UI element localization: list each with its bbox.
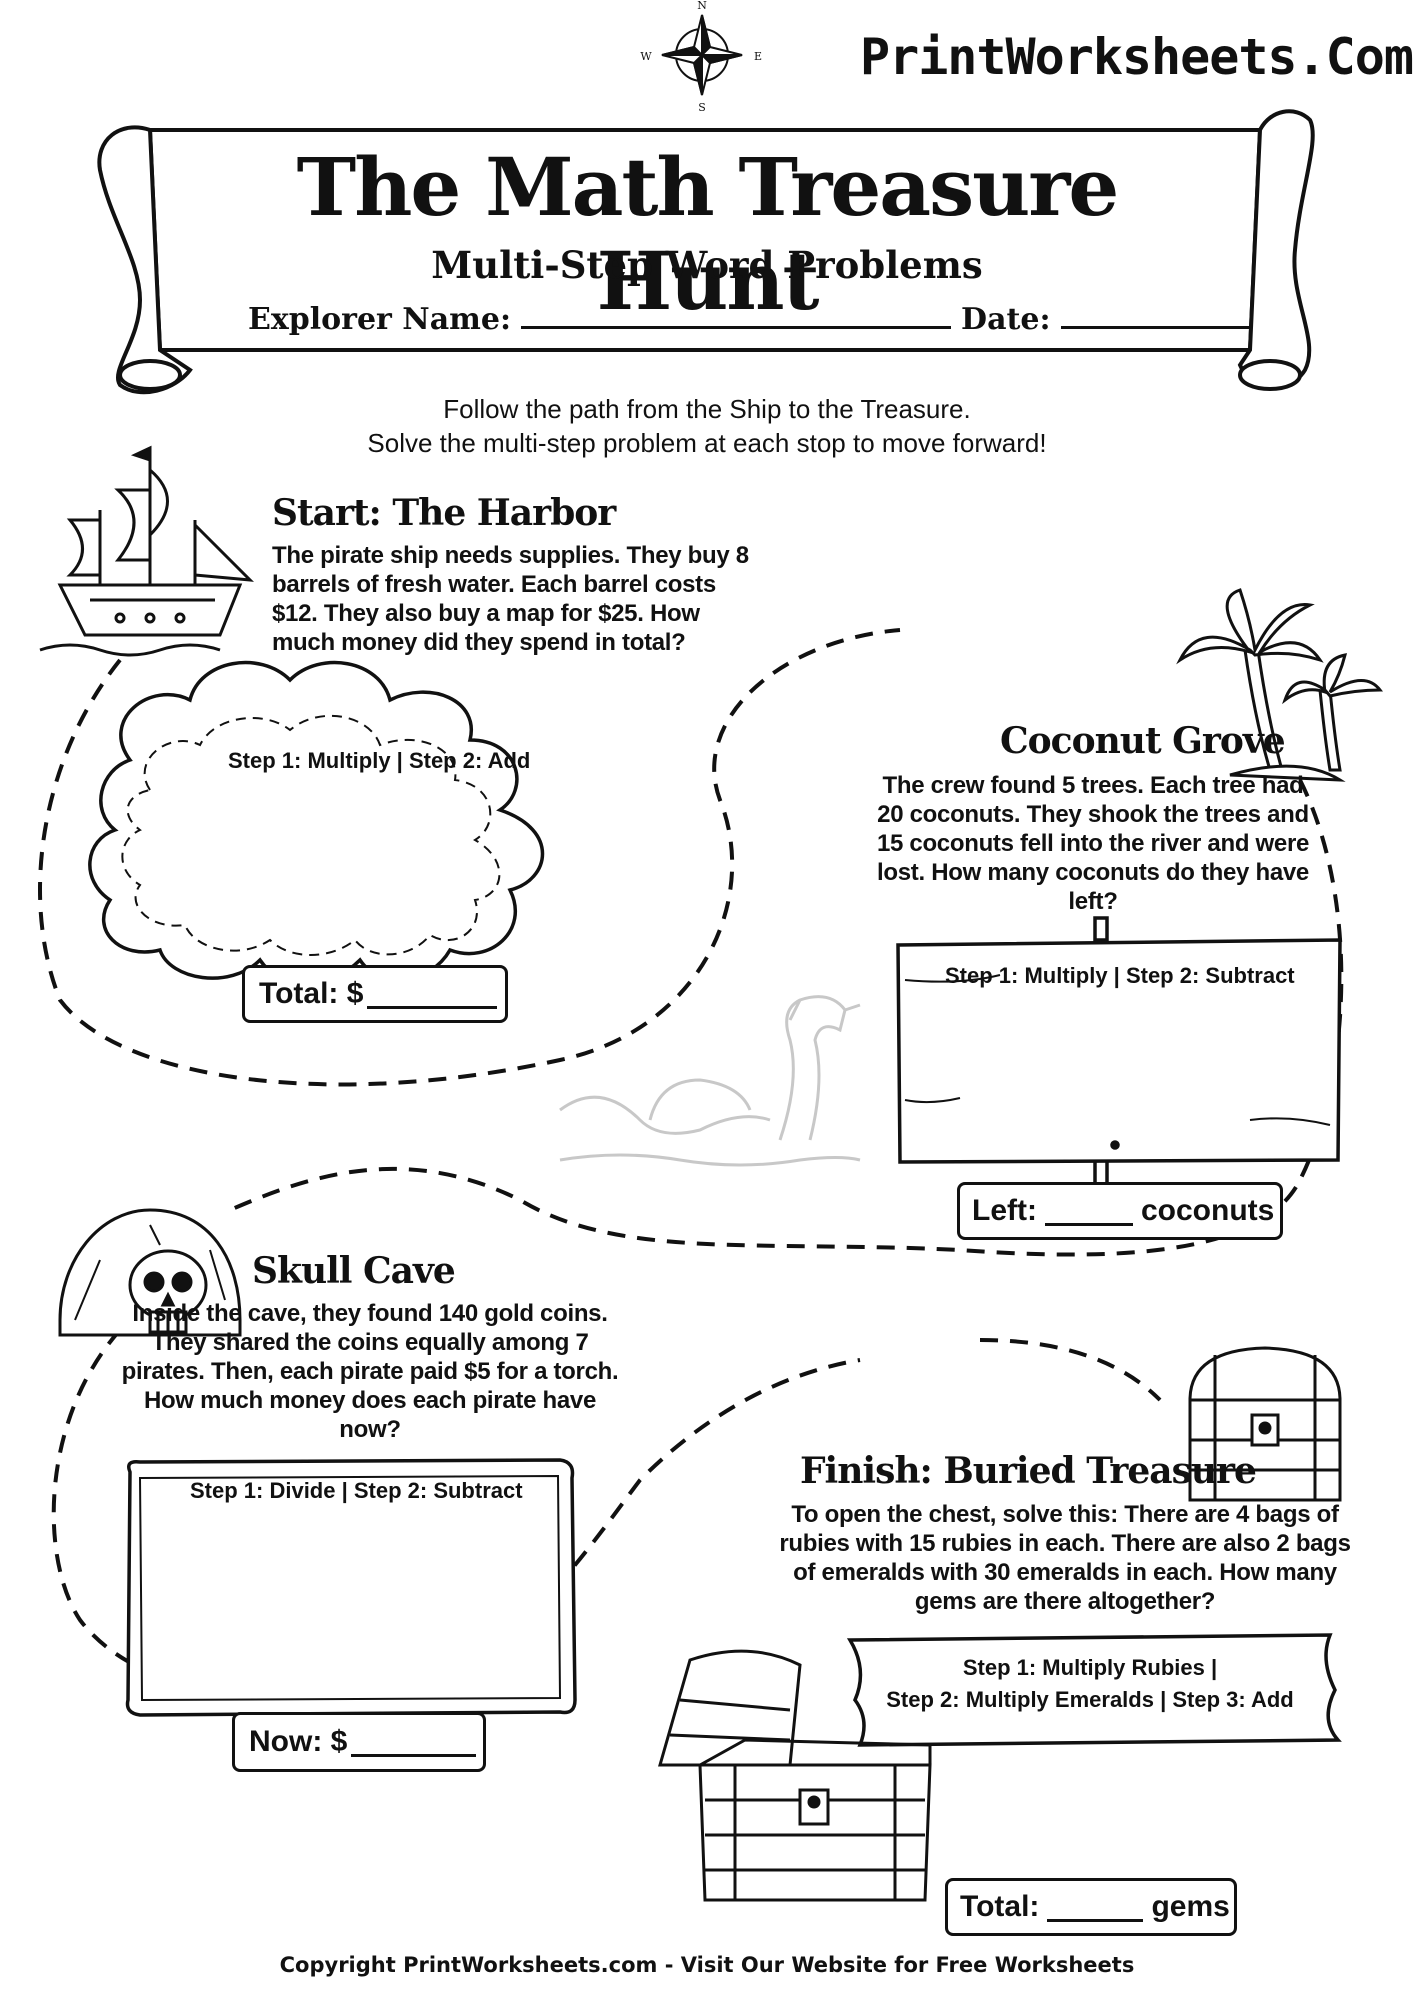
open-chest-icon — [658, 1649, 932, 1902]
steps-harbor: Step 1: Multiply | Step 2: Add — [228, 748, 531, 773]
date-label: Date: — [961, 302, 1051, 337]
answer-label-harbor: Total: $ — [259, 977, 364, 1010]
stop-heading-skull-cave: Skull Cave — [252, 1250, 456, 1292]
stone-frame — [125, 1458, 577, 1717]
steps-coconut-grove: Step 1: Multiply | Step 2: Subtract — [945, 963, 1295, 988]
answer-label-buried-treasure: Total: — [960, 1890, 1040, 1923]
closed-chest-icon — [1188, 1346, 1342, 1502]
svg-text:N: N — [697, 0, 707, 12]
answer-label-coconut-grove: Left: — [972, 1194, 1037, 1227]
scroll-banner — [97, 109, 1315, 395]
answer-unit-coconut-grove: coconuts — [1140, 1194, 1275, 1227]
brand-logo: PrintWorksheets.Com — [860, 28, 1414, 86]
stop-heading-coconut-grove: Coconut Grove — [1000, 720, 1286, 762]
svg-text:E: E — [754, 50, 762, 63]
page-subtitle: Multi-Step Word Problems — [431, 243, 983, 287]
explorer-name-label: Explorer Name: — [248, 302, 512, 337]
steps-skull-cave: Step 1: Divide | Step 2: Subtract — [190, 1478, 523, 1503]
pirate-ship-icon — [39, 445, 254, 657]
problem-coconut-grove: The crew found 5 trees. Each tree had 20… — [876, 772, 1310, 915]
steps-buried-treasure-1: Step 1: Multiply Rubies | — [962, 1655, 1218, 1680]
answer-label-skull-cave: Now: $ — [249, 1725, 348, 1758]
svg-text:S: S — [698, 101, 706, 114]
answer-box-coconut-grove[interactable]: Left: coconuts — [957, 1182, 1283, 1240]
problem-buried-treasure: To open the chest, solve this: There are… — [779, 1501, 1351, 1615]
instructions: Follow the path from the Ship to the Tre… — [180, 392, 1234, 460]
date-field[interactable] — [1060, 300, 1251, 329]
skull-cave-icon — [58, 1208, 242, 1337]
signboard-frame — [896, 916, 1342, 1192]
answer-line-buried-treasure[interactable] — [1047, 1893, 1144, 1922]
explorer-name-field[interactable] — [521, 300, 952, 329]
svg-text:W: W — [640, 50, 652, 63]
instructions-line-1: Follow the path from the Ship to the Tre… — [443, 394, 971, 424]
steps-buried-treasure-2: Step 2: Multiply Emeralds | Step 3: Add — [886, 1687, 1294, 1712]
stop-heading-buried-treasure: Finish: Buried Treasure — [800, 1450, 1257, 1492]
instructions-line-2: Solve the multi-step problem at each sto… — [367, 428, 1047, 458]
answer-box-buried-treasure[interactable]: Total: gems — [945, 1878, 1237, 1936]
sea-serpent-icon — [559, 995, 861, 1167]
problem-harbor: The pirate ship needs supplies. They buy… — [272, 542, 749, 656]
parchment-frame — [846, 1633, 1342, 1747]
compass-icon: N E S W — [640, 0, 762, 114]
answer-box-skull-cave[interactable]: Now: $ — [232, 1712, 486, 1772]
problem-skull-cave: Inside the cave, they found 140 gold coi… — [121, 1300, 619, 1443]
name-date-row: Explorer Name: Date: — [248, 300, 1261, 337]
cloud-frame — [88, 660, 545, 985]
page-title: The Math Treasure Hunt — [296, 140, 1120, 328]
answer-line-harbor[interactable] — [367, 980, 498, 1009]
answer-line-coconut-grove[interactable] — [1044, 1197, 1133, 1226]
stop-heading-harbor: Start: The Harbor — [272, 492, 616, 534]
answer-unit-buried-treasure: gems — [1151, 1890, 1230, 1923]
answer-line-skull-cave[interactable] — [351, 1728, 477, 1757]
footer-copyright: Copyright PrintWorksheets.com - Visit Ou… — [279, 1953, 1135, 1977]
answer-box-harbor[interactable]: Total: $ — [242, 965, 508, 1023]
palm-trees-icon — [1176, 588, 1384, 782]
